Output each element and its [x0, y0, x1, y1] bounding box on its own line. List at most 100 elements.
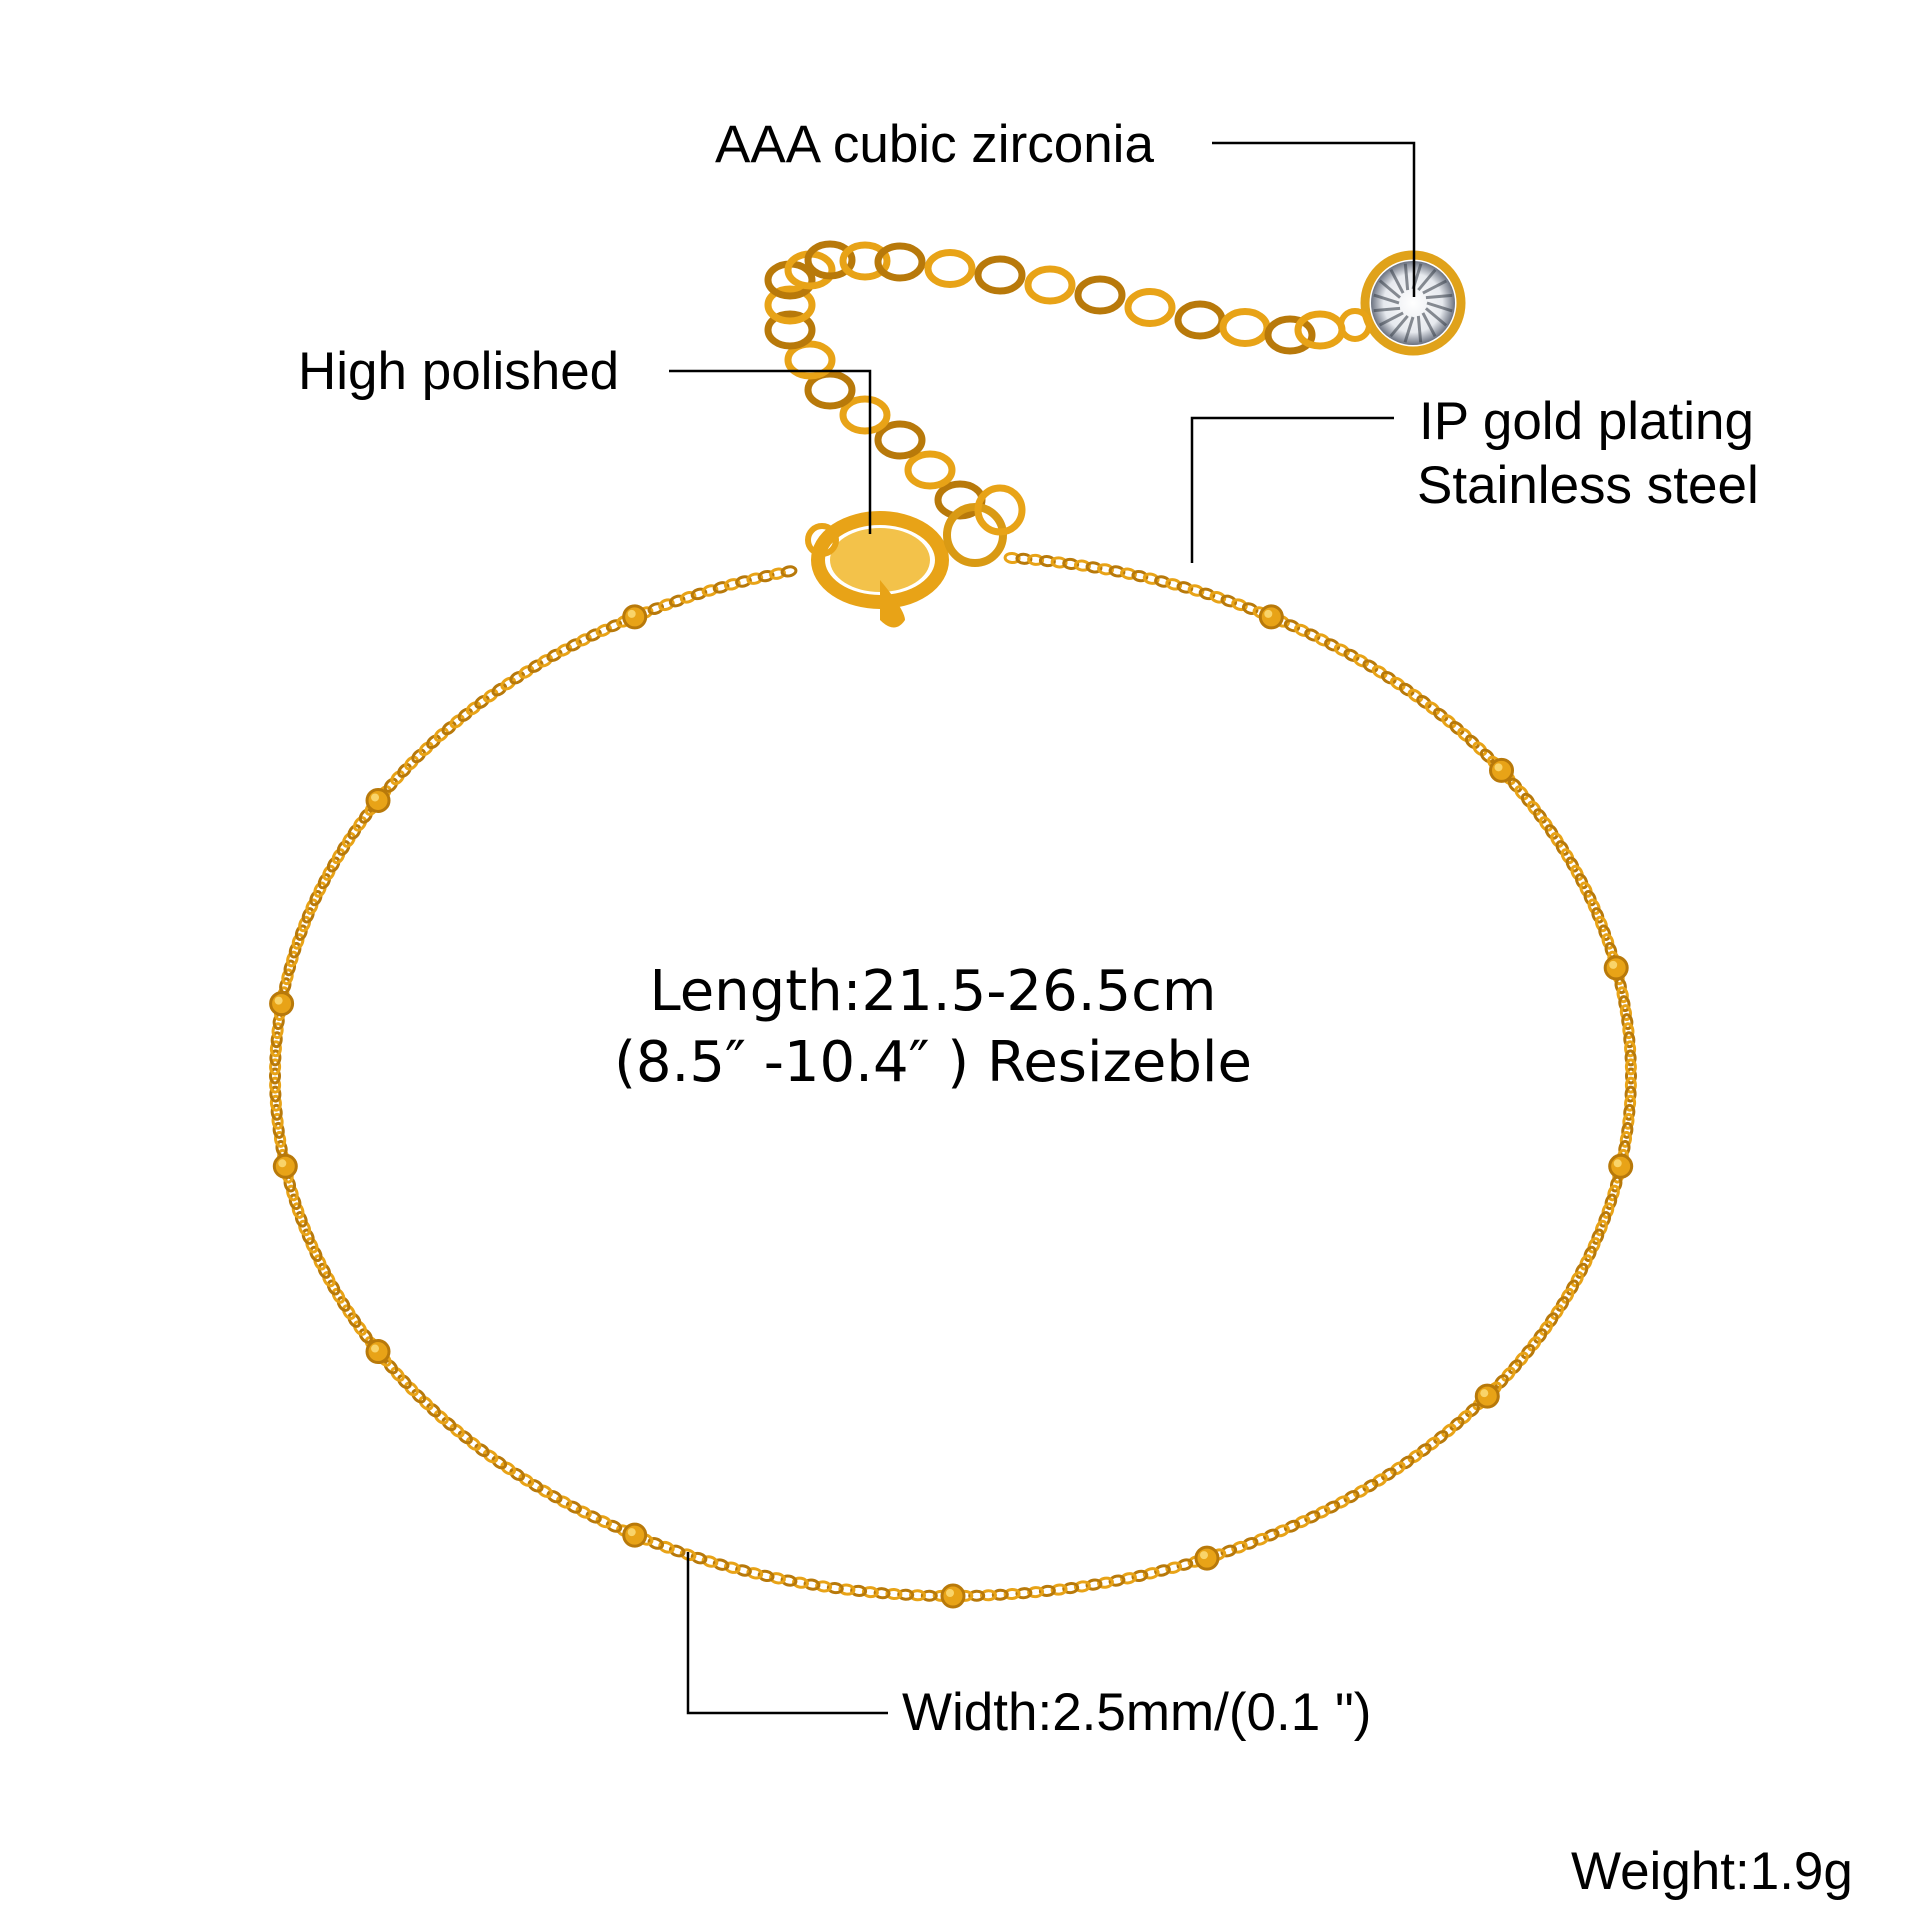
chain-link: [1294, 623, 1311, 637]
extension-link: [804, 240, 856, 280]
gem-facet: [1422, 279, 1448, 295]
extension-link: [1219, 308, 1271, 347]
chain-link: [647, 602, 665, 615]
chain-link: [313, 1254, 327, 1271]
chain-link: [723, 1561, 741, 1574]
chain-link: [527, 1479, 544, 1493]
chain-link: [605, 619, 623, 633]
chain-link: [491, 1455, 508, 1470]
chain-link: [1165, 1561, 1183, 1574]
chain-link: [647, 1537, 665, 1550]
chain-link: [358, 808, 373, 824]
chain-link: [1220, 594, 1238, 608]
polished-leader: [669, 369, 872, 534]
chain-link: [418, 1395, 434, 1411]
extension-link: [1024, 265, 1076, 305]
chain-link: [1601, 1202, 1615, 1219]
chain-link: [746, 572, 764, 585]
bead: [1258, 604, 1284, 630]
chain-link: [1120, 1572, 1137, 1585]
chain-link: [309, 889, 323, 907]
gem-facet: [1416, 315, 1423, 343]
lobster-clasp: [805, 484, 1026, 628]
chain-link: [500, 676, 517, 691]
chain-link: [283, 959, 297, 977]
chain-link: [322, 1271, 336, 1288]
chain-link: [1085, 561, 1103, 574]
chain-link: [1015, 552, 1033, 565]
chain-link: [397, 1374, 412, 1390]
chain-link: [1601, 933, 1615, 950]
extension-link: [904, 450, 956, 490]
chain-link: [1176, 1558, 1194, 1571]
chain-link: [305, 898, 319, 915]
chain-link: [537, 653, 553, 668]
chain-link: [1241, 1537, 1259, 1550]
chain-link: [269, 1094, 282, 1112]
chain-link: [1314, 633, 1331, 647]
chain-link: [735, 1564, 752, 1577]
chain-link: [457, 1430, 473, 1445]
chain-link: [1142, 1567, 1160, 1580]
chain-link: [1624, 1049, 1637, 1067]
chain-link: [1520, 792, 1536, 809]
chain-link: [317, 1262, 332, 1279]
chain-link: [735, 575, 752, 588]
chain-link: [1501, 1366, 1516, 1382]
chain-link: [390, 770, 405, 786]
chain-link: [1623, 1031, 1636, 1049]
bead-highlight: [278, 1159, 287, 1168]
chain-link: [1050, 1583, 1068, 1596]
extension-link: [974, 255, 1026, 295]
chain-link: [575, 633, 592, 647]
chain-link: [482, 1449, 499, 1464]
chain-link: [1622, 1112, 1635, 1130]
chain-link: [500, 1461, 517, 1476]
chain-link: [757, 569, 775, 583]
bead-highlight: [371, 793, 380, 802]
chain-link: [1527, 1336, 1542, 1352]
chain-link: [1533, 1328, 1548, 1344]
chain-link: [441, 720, 457, 736]
extension-link: [1124, 288, 1176, 327]
chain-link: [288, 1193, 302, 1211]
chain-link: [298, 915, 312, 933]
chain-link: [433, 1409, 449, 1425]
chain-link: [1062, 557, 1080, 570]
chain-link: [668, 1544, 686, 1558]
chain-link: [1304, 628, 1321, 642]
chain-link: [546, 1489, 563, 1504]
chain-link: [1142, 572, 1160, 585]
extension-link: [924, 249, 976, 288]
chain-link: [537, 1484, 553, 1499]
chain-link: [1574, 1262, 1589, 1279]
bead: [940, 1583, 966, 1609]
chain-link: [309, 1245, 323, 1263]
chain-link: [271, 1112, 284, 1130]
gem-facet: [1424, 307, 1448, 327]
chain-link: [1570, 1271, 1584, 1288]
chain-link: [491, 682, 508, 697]
chain-link: [1241, 602, 1259, 615]
chain-link: [322, 864, 336, 881]
chain-link: [1623, 1103, 1636, 1121]
extension-link: [839, 395, 891, 435]
chain-link: [1441, 714, 1457, 729]
bead-highlight: [627, 1528, 636, 1537]
chain-link: [1314, 1505, 1331, 1519]
chain-link: [518, 1473, 535, 1487]
chain-link: [271, 1022, 284, 1040]
chain-link: [269, 1085, 282, 1103]
chain-link: [441, 1416, 457, 1432]
chain-link: [1389, 1461, 1406, 1476]
chain-link: [1027, 1586, 1045, 1599]
chain-link: [780, 565, 798, 578]
chain-link: [920, 1589, 938, 1602]
chain-link: [575, 1505, 592, 1519]
bead-highlight: [1264, 609, 1273, 618]
chain-link: [1587, 898, 1601, 915]
chain-link: [347, 1312, 362, 1328]
bead: [365, 787, 391, 813]
bead: [622, 1522, 648, 1548]
